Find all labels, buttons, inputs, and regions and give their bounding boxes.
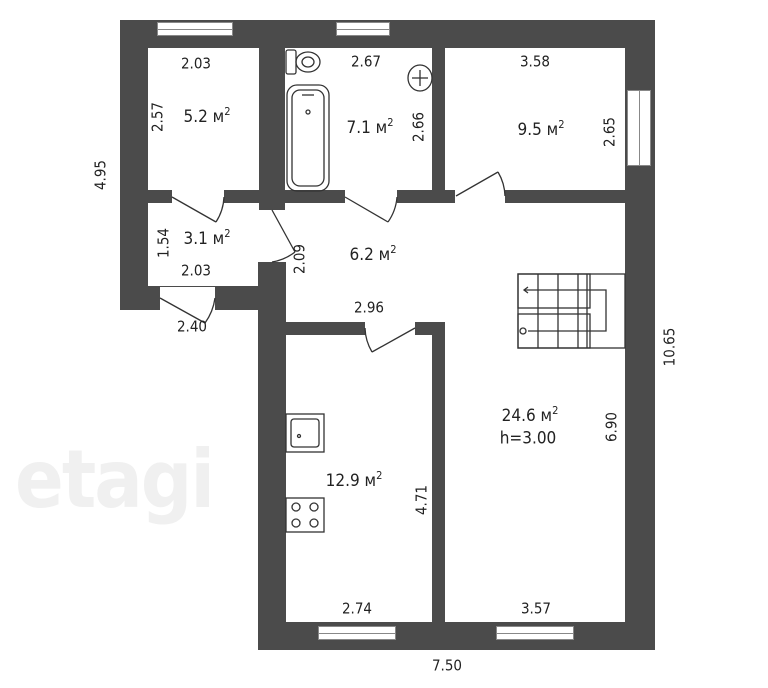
room-area-label: 24.6 м2 [501,404,559,426]
door [159,297,216,324]
wall-kitchen-living [432,322,445,622]
window [336,22,390,36]
toilet-icon [285,49,321,75]
overall-dim-label: 2.40 [176,317,208,336]
window [157,22,233,36]
dim-label: 1.54 [154,227,173,259]
watermark: etagi [15,433,215,526]
dim-label: 2.96 [353,298,385,317]
room-area-label: 5.2 м2 [183,105,231,127]
dim-label: 6.90 [602,411,621,443]
door [344,196,398,223]
wall-inner-2 [432,48,445,203]
dim-label: 2.03 [180,261,212,280]
dim-label: 3.57 [520,599,552,618]
overall-dim-label: 7.50 [431,656,463,675]
door [271,209,296,263]
dim-label: 2.74 [341,599,373,618]
dim-label: 2.66 [409,111,428,143]
room-area-label: 7.1 м2 [346,116,394,138]
dim-label: 2.03 [180,54,212,73]
door [171,196,225,223]
bathtub-icon [286,84,330,192]
window [318,626,396,640]
door [455,171,506,197]
dim-label: 2.65 [600,116,619,148]
dim-label: 3.58 [519,52,551,71]
kitchen-sink-icon [285,413,325,453]
window [627,90,651,166]
overall-dim-label: 4.95 [91,159,110,191]
wall-left-upper [120,20,148,310]
dim-label: 4.71 [412,484,431,516]
dim-label: 2.57 [148,101,167,133]
door [364,327,416,353]
wall-inner-1 [259,20,285,210]
stairs-icon [517,273,626,349]
room-area-label: 3.1 м2 [183,227,231,249]
window [496,626,574,640]
ceiling-height-label: h=3.00 [499,428,557,449]
stove-icon [285,497,325,533]
room-area-label: 12.9 м2 [325,469,383,491]
room-area-label: 9.5 м2 [517,118,565,140]
room-area-label: 6.2 м2 [349,243,397,265]
sink-icon [407,64,433,92]
dim-label: 2.67 [350,52,382,71]
overall-dim-label: 10.65 [660,327,679,367]
dim-label: 2.09 [290,243,309,275]
wall-left-lower [258,262,286,650]
